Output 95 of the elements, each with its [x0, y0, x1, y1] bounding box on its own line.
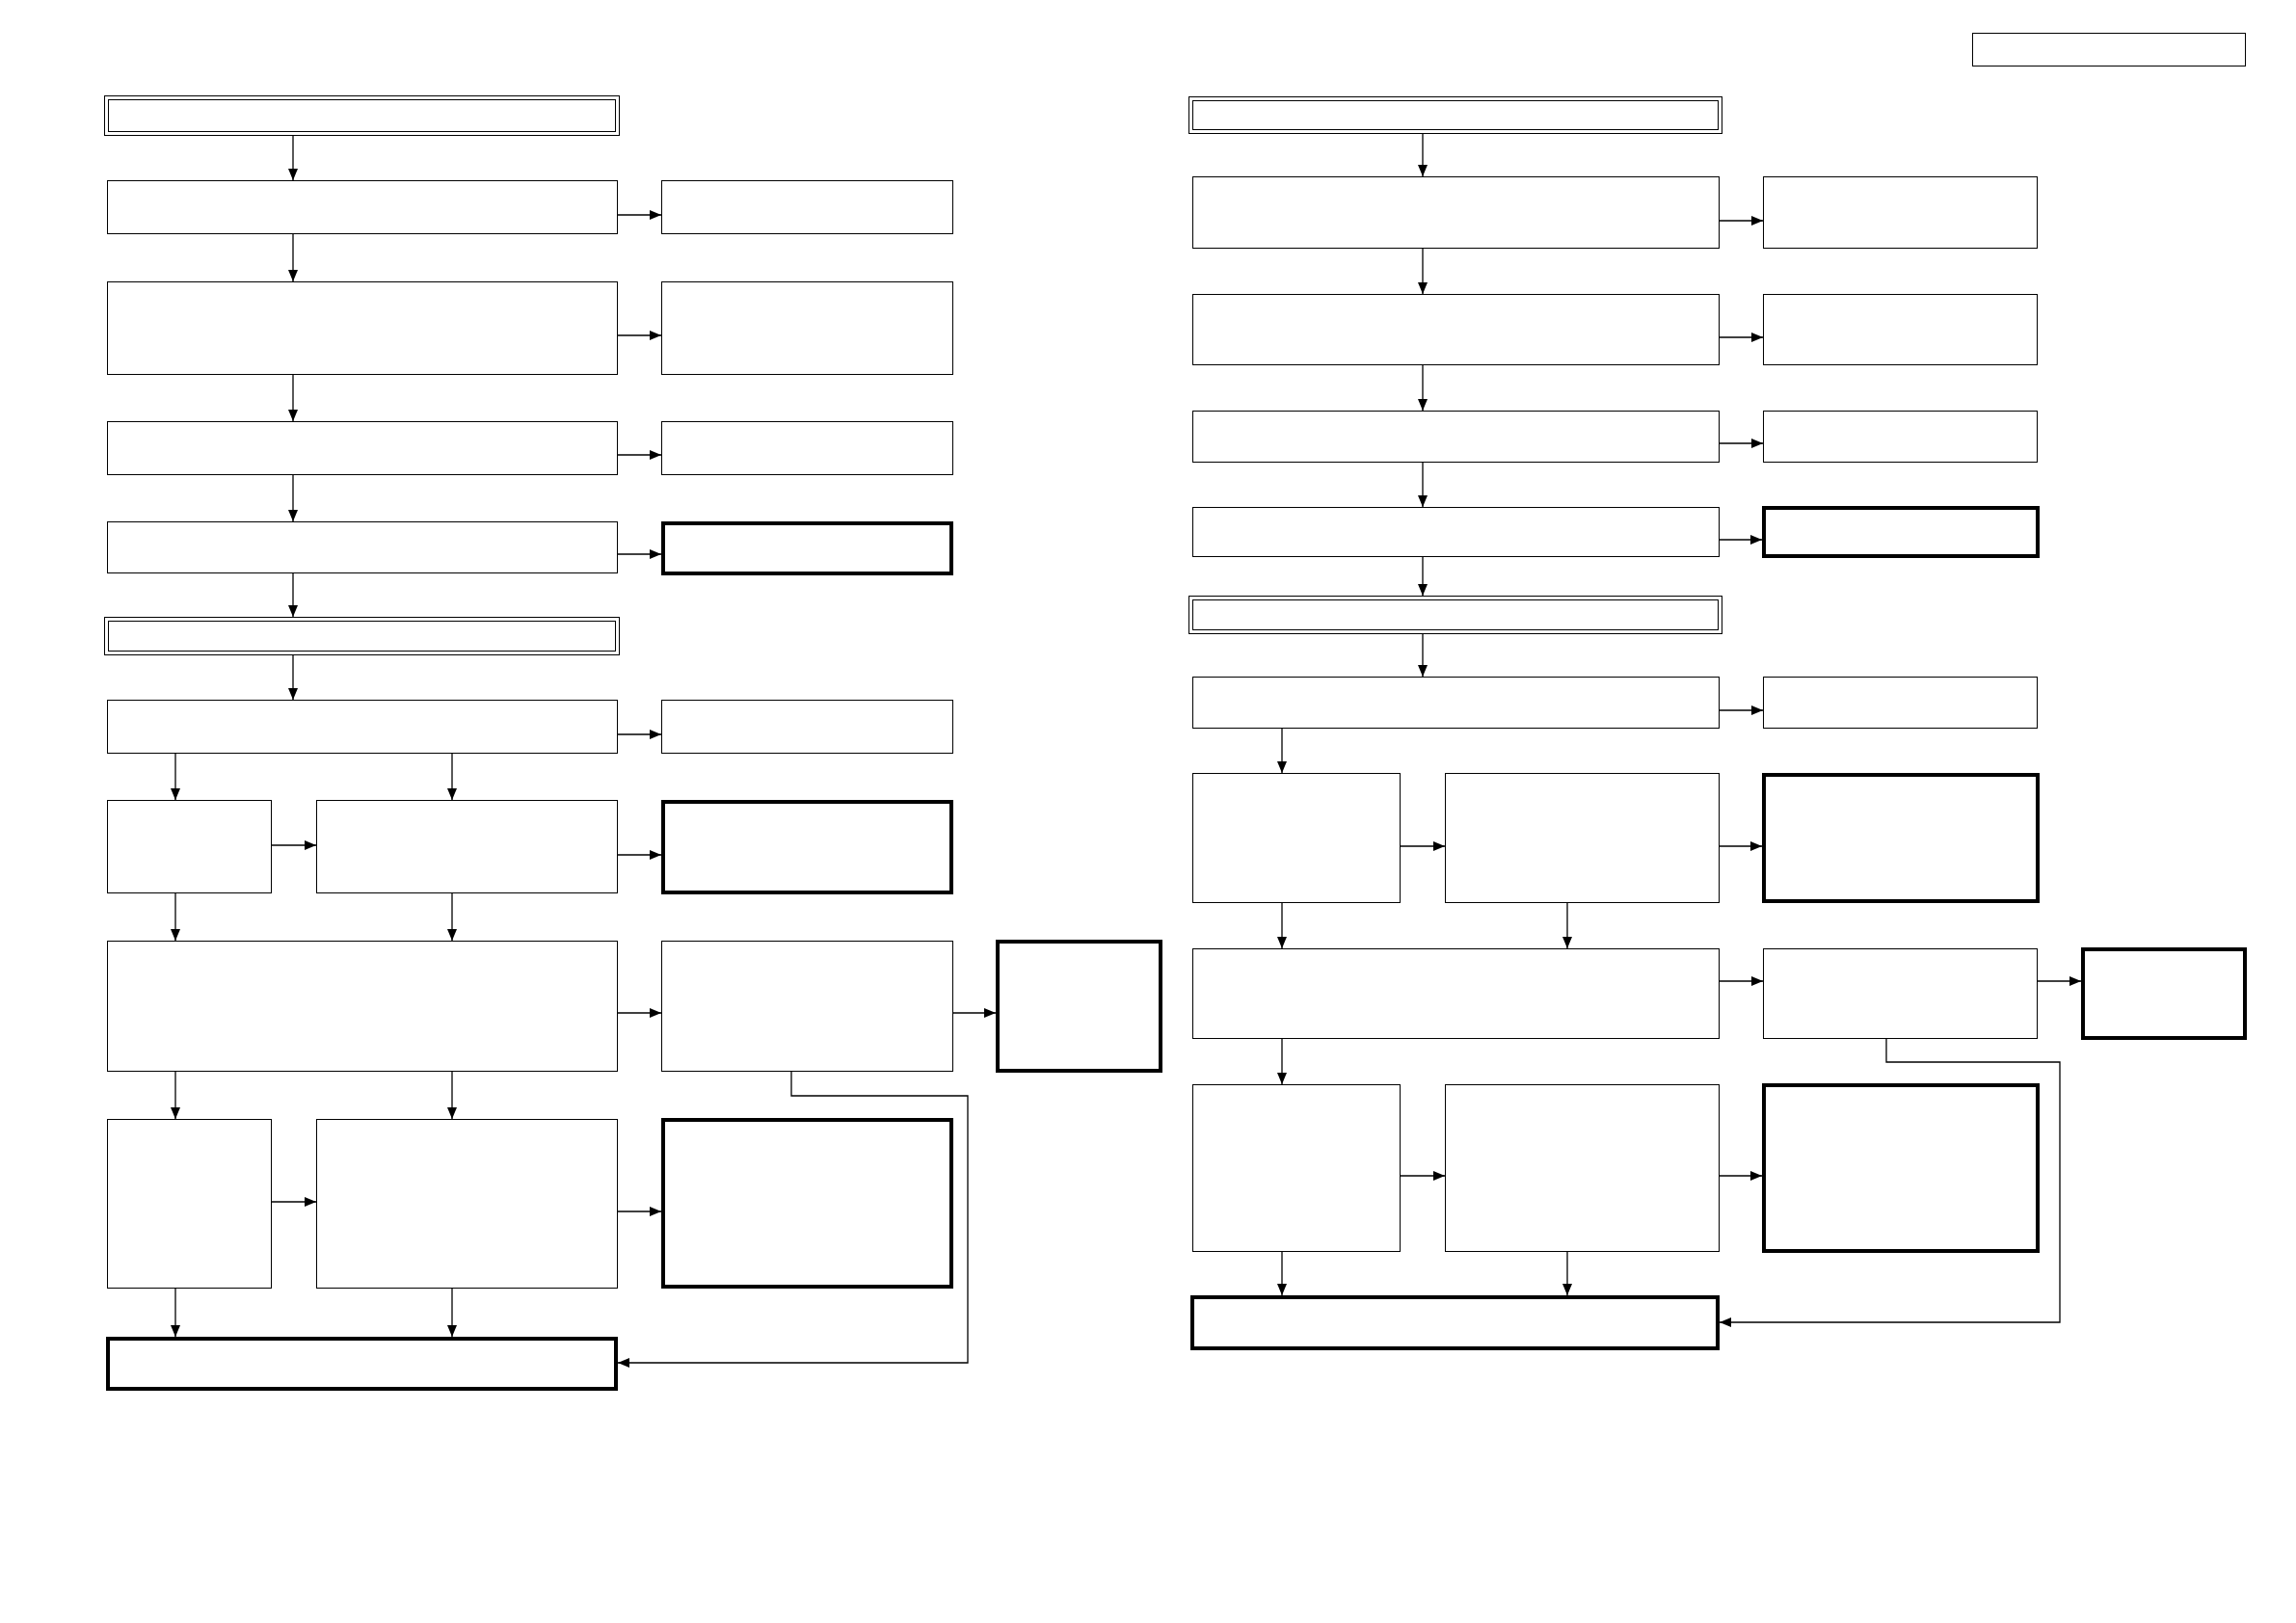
arrow	[1418, 364, 1428, 412]
arrow	[1719, 1038, 2061, 1327]
arrow	[1418, 633, 1428, 678]
arrow	[1277, 1251, 1287, 1296]
arrow	[1719, 976, 1764, 986]
arrow	[1719, 841, 1763, 851]
flowchart-box	[107, 700, 618, 754]
flowchart-box	[661, 941, 953, 1072]
arrow	[617, 210, 662, 220]
bold-outlined-box	[661, 800, 953, 894]
flowchart-box	[1445, 773, 1720, 903]
bold-outlined-box	[2081, 947, 2247, 1040]
bold-outlined-box	[1190, 1295, 1720, 1350]
arrow	[617, 1207, 662, 1216]
arrow	[288, 474, 298, 522]
arrow	[1719, 216, 1764, 226]
arrow	[1400, 841, 1446, 851]
arrow	[288, 233, 298, 282]
arrow	[288, 135, 298, 181]
flowchart-box	[661, 421, 953, 475]
flowchart-box	[316, 800, 618, 893]
flowchart-box	[1192, 1084, 1401, 1252]
bold-outlined-box	[1762, 1083, 2040, 1253]
arrow	[1418, 133, 1428, 177]
flowchart-box	[107, 941, 618, 1072]
arrow	[1400, 1171, 1446, 1181]
arrow	[1719, 1171, 1763, 1181]
arrow	[617, 850, 662, 860]
arrow	[952, 1008, 997, 1018]
arrow	[288, 654, 298, 701]
double-outlined-box	[1188, 96, 1722, 134]
arrow	[1719, 333, 1764, 342]
arrow	[288, 374, 298, 422]
flowchart-box	[661, 281, 953, 375]
arrow	[447, 892, 457, 942]
arrow	[1277, 1038, 1287, 1085]
arrow	[1277, 902, 1287, 949]
flowchart-box	[1763, 294, 2038, 365]
arrow	[617, 1071, 969, 1368]
arrow	[447, 1288, 457, 1338]
flowchart-box	[1192, 677, 1720, 729]
arrow	[447, 753, 457, 801]
arrow	[1418, 462, 1428, 508]
arrow	[171, 1288, 180, 1338]
arrow	[447, 1071, 457, 1120]
arrow	[2037, 976, 2082, 986]
double-outlined-box	[104, 617, 620, 655]
arrow	[271, 840, 317, 850]
flowchart-box	[107, 180, 618, 234]
flowchart-box	[1445, 1084, 1720, 1252]
bold-outlined-box	[996, 940, 1162, 1073]
arrow	[617, 730, 662, 739]
arrow	[1277, 728, 1287, 774]
arrow	[1562, 902, 1572, 949]
flowchart-box	[1763, 677, 2038, 729]
flowchart-box	[107, 1119, 272, 1289]
arrow	[171, 892, 180, 942]
bold-outlined-box	[106, 1337, 618, 1391]
bold-outlined-box	[661, 521, 953, 575]
flowchart-box	[107, 421, 618, 475]
arrow	[617, 1008, 662, 1018]
arrow	[1418, 248, 1428, 295]
flowchart-box	[1192, 773, 1401, 903]
flowchart-box	[1192, 294, 1720, 365]
flowchart-box	[1192, 176, 1720, 249]
flowchart-box	[107, 281, 618, 375]
arrow	[271, 1197, 317, 1207]
flowchart-box	[1192, 411, 1720, 463]
flowchart-box	[1192, 507, 1720, 557]
arrow	[617, 549, 662, 559]
flowchart-box	[661, 180, 953, 234]
bold-outlined-box	[1762, 506, 2040, 558]
arrow	[171, 753, 180, 801]
flowchart-box	[107, 521, 618, 573]
double-outlined-box	[1188, 596, 1722, 634]
arrow	[1562, 1251, 1572, 1296]
arrow	[1719, 535, 1763, 545]
arrow	[171, 1071, 180, 1120]
flowchart-box	[1763, 411, 2038, 463]
bold-outlined-box	[661, 1118, 953, 1289]
flowchart-box	[1763, 176, 2038, 249]
arrow	[1719, 705, 1764, 715]
flowchart-box	[316, 1119, 618, 1289]
double-outlined-box	[104, 95, 620, 136]
flowchart-box	[661, 700, 953, 754]
flowchart-box	[1763, 948, 2038, 1039]
arrow	[288, 572, 298, 618]
flowchart-box	[1972, 33, 2246, 67]
arrow	[1719, 439, 1764, 448]
bold-outlined-box	[1762, 773, 2040, 903]
arrow	[617, 331, 662, 340]
flowchart-box	[1192, 948, 1720, 1039]
arrow	[617, 450, 662, 460]
arrow	[1418, 556, 1428, 597]
flowchart-box	[107, 800, 272, 893]
